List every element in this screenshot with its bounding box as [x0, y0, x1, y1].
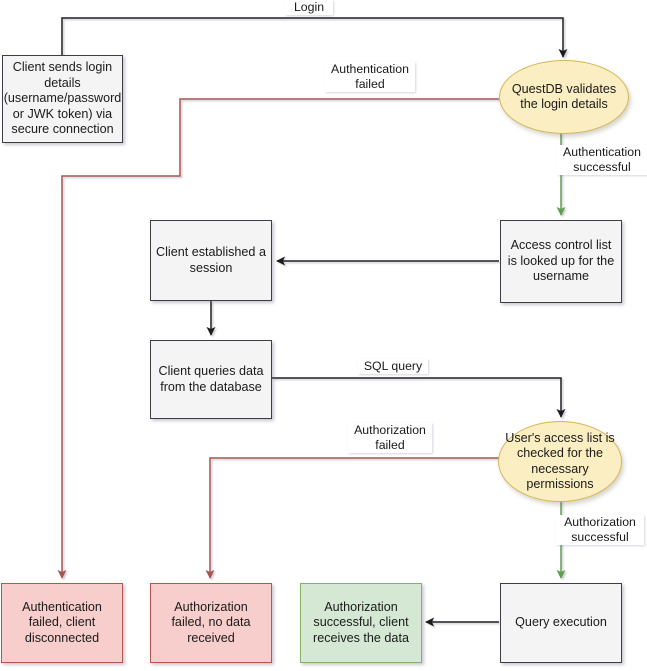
- node-query-execution-label: Query execution: [515, 615, 607, 630]
- edge-login-path: [61, 17, 568, 58]
- node-client-queries-data-label: Client queries data from the database: [158, 364, 264, 394]
- edge-label-authentication-successful: Authentication successful: [557, 145, 647, 175]
- node-access-control-list[interactable]: Access control list is looked up for the…: [500, 220, 622, 303]
- node-authorization-successful-label: Authorization successful, client receive…: [313, 599, 409, 645]
- node-authentication-failed[interactable]: Authentication failed, client disconnect…: [1, 583, 123, 663]
- edge-label-login: Login: [285, 0, 333, 15]
- edge-label-authorization-successful: Authorization successful: [556, 515, 644, 545]
- node-authorization-failed[interactable]: Authorization failed, no data received: [150, 583, 272, 663]
- edge-authentication-failed-path: [57, 98, 499, 579]
- node-client-established-session[interactable]: Client established a session: [150, 220, 272, 301]
- node-users-access-list-checked-label: User's access list is checked for the ne…: [505, 430, 615, 492]
- node-questdb-validates-label: QuestDB validates the login details: [511, 81, 617, 112]
- edge-authorization-failed-path: [205, 457, 499, 579]
- node-query-execution[interactable]: Query execution: [500, 583, 622, 663]
- edge-label-authorization-failed: Authorization failed: [348, 423, 432, 453]
- node-client-sends-login-label: Client sends login details (username/pas…: [3, 60, 122, 137]
- node-client-queries-data[interactable]: Client queries data from the database: [150, 340, 272, 419]
- node-authorization-successful[interactable]: Authorization successful, client receive…: [300, 583, 422, 663]
- node-authentication-failed-label: Authentication failed, client disconnect…: [22, 599, 102, 645]
- node-access-control-list-label: Access control list is looked up for the…: [507, 238, 615, 284]
- edge-label-sql-query: SQL query: [358, 359, 428, 374]
- node-client-established-session-label: Client established a session: [156, 245, 266, 275]
- edge-sql-query-path: [272, 377, 566, 418]
- edge-label-authentication-failed: Authentication failed: [325, 62, 415, 92]
- node-users-access-list-checked[interactable]: User's access list is checked for the ne…: [498, 421, 622, 502]
- node-client-sends-login[interactable]: Client sends login details (username/pas…: [2, 55, 123, 143]
- node-authorization-failed-label: Authorization failed, no data received: [171, 599, 251, 645]
- node-questdb-validates[interactable]: QuestDB validates the login details: [499, 60, 629, 134]
